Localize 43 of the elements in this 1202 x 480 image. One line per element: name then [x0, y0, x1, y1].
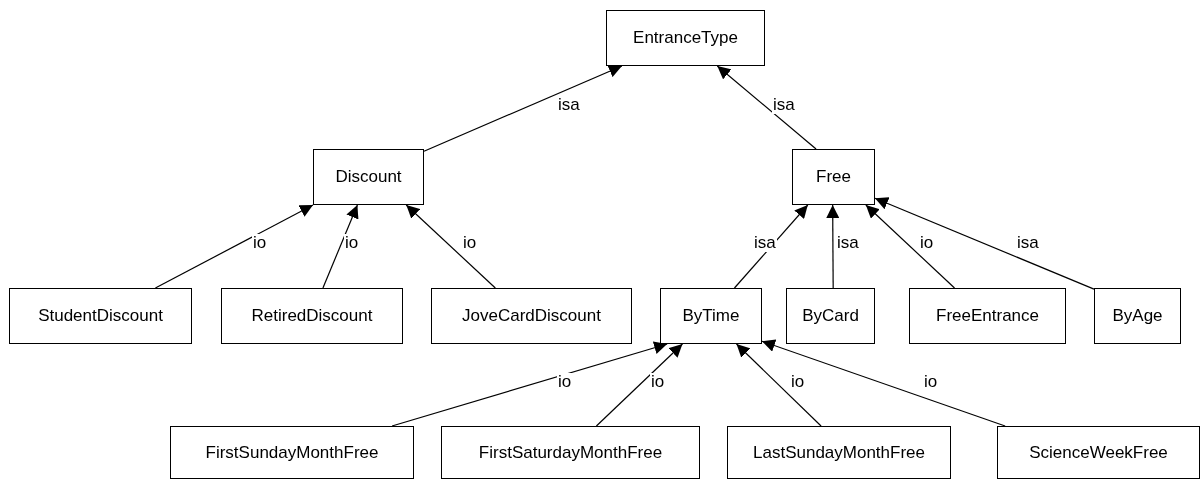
arrow	[716, 65, 817, 150]
class-box	[606, 10, 765, 66]
class-box	[313, 149, 424, 205]
class-box	[997, 426, 1200, 479]
class-box	[792, 149, 875, 205]
class-name: Discount	[335, 167, 402, 187]
arrow	[423, 65, 623, 152]
class-box	[221, 288, 403, 344]
class-name: FirstSaturdayMonthFree	[478, 442, 663, 463]
arrow	[865, 204, 956, 289]
class-name: FirstSundayMonthFree	[205, 442, 379, 463]
class-name: ScienceWeekFree	[1029, 442, 1168, 463]
class-box	[727, 426, 951, 479]
edge-label: isa	[753, 234, 777, 252]
class-name: ByTime	[682, 306, 740, 326]
class-box	[170, 426, 414, 479]
class-box	[431, 288, 632, 344]
class-name: EntranceType	[633, 28, 738, 48]
class-box	[786, 288, 875, 344]
class-name: ByCard	[802, 306, 859, 326]
arrow	[826, 204, 840, 289]
class-box	[1094, 288, 1181, 344]
arrow	[322, 204, 359, 289]
class-name: Free	[816, 167, 851, 187]
class-box	[9, 288, 192, 344]
class-name: ByAge	[1112, 306, 1163, 326]
arrow	[391, 341, 668, 427]
class-name: JoveCardDiscount	[462, 306, 601, 326]
arrow	[874, 197, 1095, 290]
arrow	[405, 204, 496, 289]
arrow	[595, 343, 684, 427]
class-name: FreeEntrance	[936, 306, 1039, 326]
class-box	[660, 288, 762, 344]
class-name: RetiredDiscount	[251, 306, 373, 326]
arrow	[761, 339, 1006, 427]
class-name: LastSundayMonthFree	[753, 442, 925, 463]
arrow	[735, 343, 822, 427]
class-box	[441, 426, 700, 479]
arrow	[154, 204, 314, 289]
arrow	[733, 204, 809, 289]
class-box	[909, 288, 1066, 344]
edge-label: isa	[772, 96, 796, 114]
class-name: StudentDiscount	[38, 306, 163, 326]
